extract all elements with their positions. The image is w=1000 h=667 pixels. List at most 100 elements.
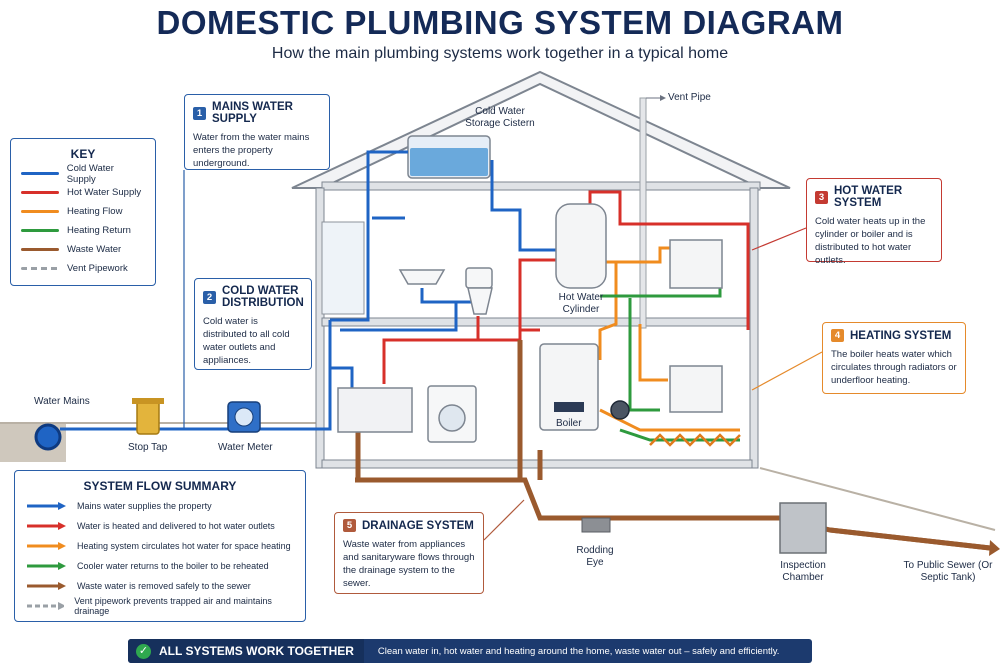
key-label: Hot Water Supply bbox=[67, 187, 142, 198]
key-label: Heating Flow bbox=[67, 206, 123, 217]
check-icon: ✓ bbox=[136, 643, 151, 659]
box-number: 2 bbox=[203, 290, 216, 304]
washing-machine bbox=[427, 385, 477, 443]
radiator-lower bbox=[669, 365, 723, 413]
hot-water-cylinder-tank bbox=[555, 203, 607, 289]
key-title: KEY bbox=[70, 147, 96, 161]
drainage-box-connector bbox=[483, 499, 525, 541]
box-number: 4 bbox=[831, 329, 844, 342]
heat-flow-cylinder bbox=[600, 246, 670, 264]
key-label: Heating Return bbox=[67, 225, 131, 236]
underfloor-heating bbox=[649, 433, 741, 447]
cold-main-pipe bbox=[60, 320, 332, 431]
summary-text: Heating system circulates hot water for … bbox=[77, 541, 291, 551]
arrow-right-icon bbox=[27, 522, 66, 530]
arrow-right-icon bbox=[27, 562, 66, 570]
box-body: Water from the water mains enters the pr… bbox=[193, 132, 310, 169]
summary-text: Cooler water returns to the boiler to be… bbox=[77, 561, 269, 571]
hot-cylinder-top bbox=[588, 190, 750, 330]
label-stop-tap: Stop Tap bbox=[128, 442, 168, 453]
summary-item: Mains water supplies the property bbox=[27, 499, 293, 513]
label-hot-cylinder: Hot Water Cylinder bbox=[558, 292, 604, 315]
house-floor-mid bbox=[321, 317, 751, 327]
key-item: Heating Return bbox=[21, 224, 145, 237]
page-subtitle: How the main plumbing systems work toget… bbox=[271, 45, 729, 62]
key-swatch bbox=[21, 172, 59, 175]
heat-flow-riser bbox=[598, 262, 618, 360]
summary-item: Water is heated and delivered to hot wat… bbox=[27, 519, 293, 533]
box-title: MAINS WATER SUPPLY bbox=[212, 101, 293, 125]
label-boiler: Boiler bbox=[556, 418, 582, 429]
summary-item: Cooler water returns to the boiler to be… bbox=[27, 559, 293, 573]
cold-kitchen-branch bbox=[328, 330, 354, 390]
summary-text: Waste water is removed safely to the sew… bbox=[77, 581, 251, 591]
key-item: Vent Pipework bbox=[21, 262, 145, 275]
summary-text: Mains water supplies the property bbox=[77, 501, 212, 511]
key-label: Vent Pipework bbox=[67, 263, 128, 274]
house-floor-ground bbox=[321, 459, 753, 469]
water-mains-pipe-end bbox=[34, 423, 62, 451]
summary-text: Vent pipework prevents trapped air and m… bbox=[74, 596, 272, 616]
wash-basin bbox=[398, 269, 446, 285]
key-swatch bbox=[21, 229, 59, 232]
system-flow-summary: SYSTEM FLOW SUMMARY Mains water supplies… bbox=[14, 470, 306, 622]
box-body: Waste water from appliances and sanitary… bbox=[343, 539, 475, 589]
key-swatch bbox=[21, 191, 59, 194]
key-item: Hot Water Supply bbox=[21, 186, 145, 199]
heating-box-connector bbox=[751, 351, 823, 391]
box-number: 5 bbox=[343, 519, 356, 532]
cistern-water bbox=[410, 148, 488, 176]
house-wall-right bbox=[749, 187, 759, 469]
summary-item: Vent pipework prevents trapped air and m… bbox=[27, 596, 293, 616]
vent-arrow-head bbox=[660, 95, 666, 101]
kitchen-sink-unit bbox=[337, 387, 413, 433]
label-rodding-eye: Rodding Eye bbox=[576, 545, 614, 568]
sewer-arrow-line bbox=[829, 527, 991, 551]
house-wall-left bbox=[315, 187, 325, 469]
key-swatch bbox=[21, 210, 59, 213]
water-meter bbox=[227, 401, 261, 433]
box-number: 1 bbox=[193, 106, 206, 120]
key-label: Cold Water Supply bbox=[66, 162, 114, 185]
inspection-chamber bbox=[779, 502, 827, 554]
cold-riser bbox=[330, 150, 408, 322]
summary-item: Waste water is removed safely to the sew… bbox=[27, 579, 293, 593]
heating-pump bbox=[610, 400, 630, 420]
box-title: HOT WATER SYSTEM bbox=[834, 185, 903, 209]
arrow-right-icon bbox=[27, 502, 66, 510]
box-body: Cold water is distributed to all cold wa… bbox=[203, 316, 290, 366]
key-item: Cold Water Supply bbox=[21, 163, 145, 185]
key-item: Waste Water bbox=[21, 243, 145, 256]
vent-pipe bbox=[639, 97, 647, 329]
box-body: Cold water heats up in the cylinder or b… bbox=[815, 216, 926, 266]
box-body: The boiler heats water which circulates … bbox=[831, 349, 957, 386]
footer-head: ✓ ALL SYSTEMS WORK TOGETHER bbox=[128, 639, 364, 663]
summary-text: Water is heated and delivered to hot wat… bbox=[77, 521, 275, 531]
toilet bbox=[465, 267, 493, 315]
box-mains-water-supply: 1 MAINS WATER SUPPLY Water from the water… bbox=[184, 94, 330, 170]
summary-title: SYSTEM FLOW SUMMARY bbox=[83, 479, 237, 493]
box-title: DRAINAGE SYSTEM bbox=[362, 519, 474, 532]
arrow-right-icon bbox=[27, 542, 66, 550]
label-cistern: Cold Water Storage Cistern bbox=[465, 106, 535, 129]
page-title: DOMESTIC PLUMBING SYSTEM DIAGRAM bbox=[156, 4, 844, 41]
house-attic-floor bbox=[321, 181, 761, 191]
cold-water-pipes bbox=[60, 150, 556, 431]
box-drainage-system: 5 DRAINAGE SYSTEM Waste water from applia… bbox=[334, 512, 484, 594]
label-water-mains: Water Mains bbox=[34, 396, 90, 407]
heat-return-radiator bbox=[628, 298, 660, 412]
key-swatch bbox=[21, 248, 59, 251]
key-swatch bbox=[21, 267, 59, 270]
heat-return-ufh bbox=[619, 428, 740, 442]
label-inspection-chamber: Inspection Chamber bbox=[780, 560, 826, 583]
heat-flow-radiator bbox=[638, 324, 668, 382]
radiator-upper bbox=[669, 239, 723, 289]
footer-text: Clean water in, hot water and heating ar… bbox=[377, 645, 780, 657]
sewer-arrow-head bbox=[989, 540, 1000, 556]
hot-box-connector bbox=[751, 227, 807, 251]
